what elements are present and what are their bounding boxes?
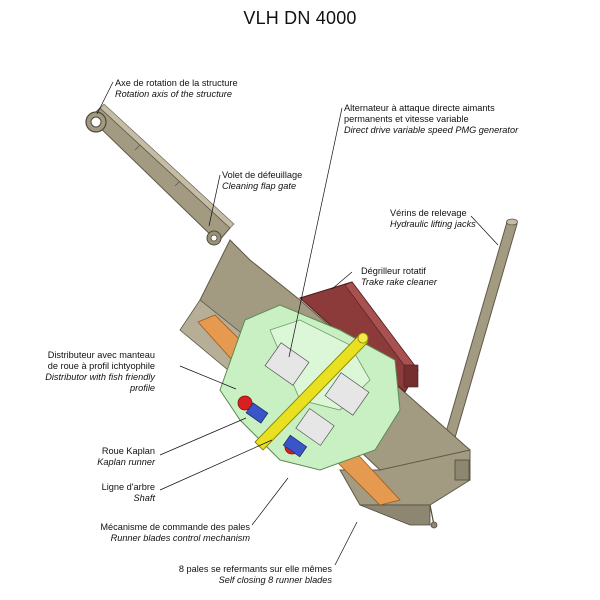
label-kaplan-runner: Roue Kaplan Kaplan runner: [97, 446, 155, 468]
label-blade-mechanism-fr: Mécanisme de commande des pales: [100, 522, 250, 532]
label-runner-blades-en: Self closing 8 runner blades: [218, 575, 332, 585]
label-trash-rake-fr: Dégrilleur rotatif: [361, 266, 426, 276]
label-shaft: Ligne d'arbre Shaft: [102, 482, 155, 504]
diagram-title: VLH DN 4000: [243, 8, 357, 28]
label-distributor-en-1: Distributor with fish friendly: [45, 372, 155, 382]
label-kaplan-runner-fr: Roue Kaplan: [101, 446, 155, 456]
label-distributor-fr-1: Distributeur avec manteau: [47, 350, 155, 360]
label-distributor: Distributeur avec manteau de roue à prof…: [45, 350, 155, 394]
label-generator-fr-1: Alternateur à attaque directe aimants: [344, 103, 495, 113]
label-trash-rake-en: Trake rake cleaner: [361, 277, 437, 287]
label-runner-blades: 8 pales se refermants sur elle mêmes Sel…: [179, 564, 332, 586]
label-blade-mechanism-en: Runner blades control mechanism: [110, 533, 250, 543]
label-runner-blades-fr: 8 pales se refermants sur elle mêmes: [178, 564, 332, 574]
kaplan-runner: [237, 395, 308, 458]
structure-arm: [89, 103, 235, 243]
label-rotation-axis-fr: Axe de rotation de la structure: [115, 78, 238, 88]
rotation-axis-pivot: [85, 111, 107, 133]
label-rotation-axis-en: Rotation axis of the structure: [115, 89, 232, 99]
label-generator: Alternateur à attaque directe aimants pe…: [344, 103, 518, 136]
label-cleaning-flap-fr: Volet de défeuillage: [222, 170, 303, 180]
label-generator-fr-2: permanents et vitesse variable: [344, 114, 469, 124]
label-distributor-en-2: profile: [129, 383, 155, 393]
label-distributor-fr-2: de roue à profil ichtyophile: [47, 361, 155, 371]
label-blade-mechanism: Mécanisme de commande des pales Runner b…: [100, 522, 250, 544]
label-generator-en: Direct drive variable speed PMG generato…: [344, 125, 519, 135]
shaft: [254, 332, 369, 451]
label-lifting-jacks-en: Hydraulic lifting jacks: [390, 219, 476, 229]
cleaning-flap-hinge: [206, 230, 222, 246]
label-cleaning-flap: Volet de défeuillage Cleaning flap gate: [222, 170, 302, 192]
label-lifting-jacks: Vérins de relevage Hydraulic lifting jac…: [390, 208, 476, 230]
label-shaft-fr: Ligne d'arbre: [101, 482, 155, 492]
label-kaplan-runner-en: Kaplan runner: [97, 457, 155, 467]
label-lifting-jacks-fr: Vérins de relevage: [390, 208, 467, 218]
leader-lines: [96, 81, 499, 566]
label-rotation-axis: Axe de rotation de la structure Rotation…: [115, 78, 238, 100]
label-shaft-en: Shaft: [133, 493, 155, 503]
hydraulic-jack: [435, 218, 518, 455]
label-trash-rake: Dégrilleur rotatif Trake rake cleaner: [361, 266, 437, 288]
label-cleaning-flap-en: Cleaning flap gate: [222, 181, 297, 191]
